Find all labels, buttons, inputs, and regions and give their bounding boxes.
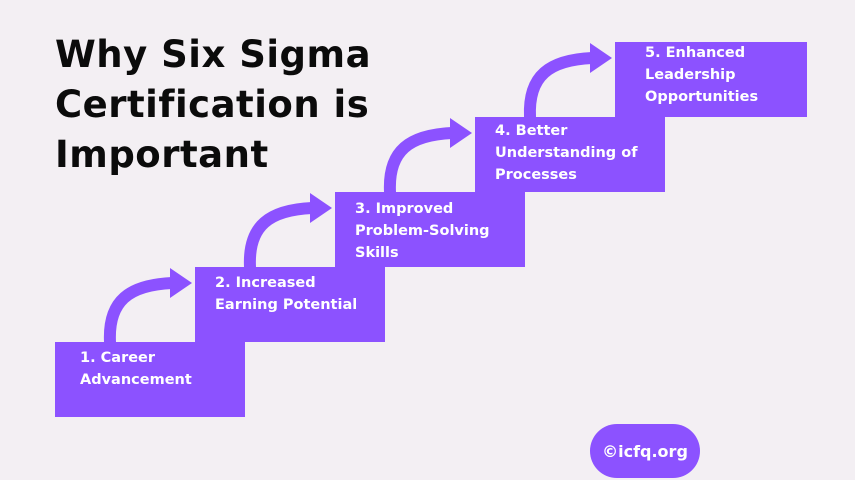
title-line: Certification is	[55, 83, 370, 126]
curved-arrow-icon	[103, 268, 192, 348]
step-text-line: Problem-Solving	[355, 223, 490, 239]
step-text-line: Opportunities	[645, 89, 759, 105]
curved-arrow-icon	[243, 193, 332, 273]
step-text-line: 4. Better	[495, 123, 568, 139]
title-line: Important	[55, 133, 269, 176]
step-text-line: Leadership	[645, 67, 736, 83]
curved-arrow-icon	[523, 43, 612, 123]
step-5-box: 5. Enhanced Leadership Opportunities	[615, 42, 807, 117]
page-title: Why Six Sigma Certification is Important	[55, 30, 415, 180]
title-line: Why Six Sigma	[55, 33, 372, 76]
step-4-box: 4. Better Understanding of Processes	[475, 117, 665, 192]
step-text-line: Advancement	[80, 372, 192, 388]
step-text-line: Skills	[355, 245, 399, 261]
step-text-line: Processes	[495, 167, 577, 183]
step-text-line: Earning Potential	[215, 297, 358, 313]
curved-arrow-icon	[383, 118, 472, 198]
step-text-line: 5. Enhanced	[645, 45, 746, 61]
step-text-line: 3. Improved	[355, 201, 454, 217]
step-text-line: 2. Increased	[215, 275, 316, 291]
step-text-line: 1. Career	[80, 350, 156, 366]
step-text-line: Understanding of	[495, 145, 638, 161]
source-badge: ©icfq.org	[590, 424, 700, 478]
step-3-box: 3. Improved Problem-Solving Skills	[335, 192, 525, 267]
step-1-box: 1. Career Advancement	[55, 342, 245, 417]
step-2-box: 2. Increased Earning Potential	[195, 267, 385, 342]
